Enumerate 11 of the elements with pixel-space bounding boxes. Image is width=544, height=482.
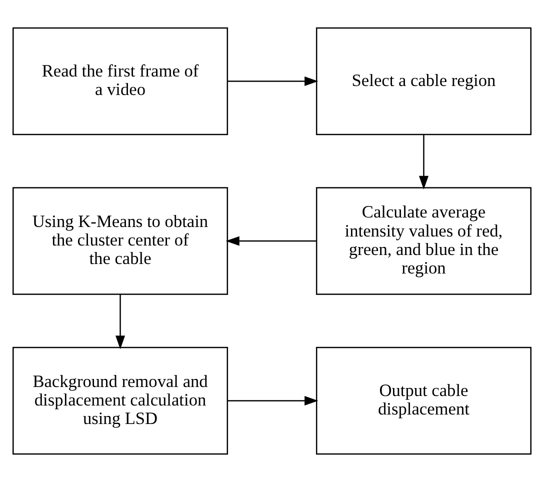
node-box: Using K-Means to obtain the cluster center of the cable	[12, 187, 228, 295]
arrow	[226, 236, 316, 246]
arrow	[228, 396, 318, 406]
node-box: Background removal and displacement calculation using LSD	[12, 346, 228, 455]
arrow	[418, 134, 428, 190]
node-box: Select a cable region	[316, 27, 532, 136]
node-box: Output cable displacement	[316, 346, 532, 455]
arrow	[228, 76, 318, 86]
node-box: Calculate average intensity values of red, green, and blue in the region	[316, 187, 532, 295]
arrow	[116, 294, 126, 350]
node-box: Read the first frame of a video	[12, 27, 228, 136]
